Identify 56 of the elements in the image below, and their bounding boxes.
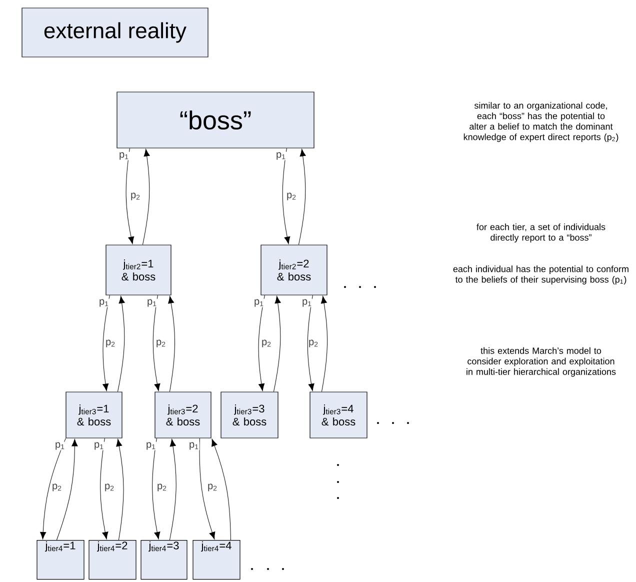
member-box: j$_{tier3}$=1 & boss (66, 392, 122, 438)
arrow (320, 296, 328, 392)
edge-label: p$_{1}$ (146, 442, 156, 450)
arrow (152, 438, 160, 540)
arrow (142, 149, 150, 245)
heading-box: external reality (22, 8, 208, 58)
edge-label: p$_{1}$ (94, 442, 104, 450)
arrow (100, 438, 108, 540)
member-box: j$_{tier4}$=2 (88, 540, 136, 580)
arrow (273, 296, 281, 392)
edge-label: p$_{1}$ (118, 152, 130, 160)
edge-label: p$_{1}$ (188, 442, 200, 450)
arrow (298, 149, 306, 245)
edge-label: p$_{2}$ (156, 339, 166, 348)
arrow (126, 148, 134, 244)
edge-label: p$_{1}$ (98, 298, 110, 308)
arrow (116, 439, 124, 540)
edge-label: p$_{1}$ (146, 298, 158, 308)
boss-box: “boss” (116, 92, 314, 148)
arrow (56, 439, 78, 540)
arrow (152, 295, 160, 391)
note-text: this extends March’s model to consider exploration and exploitation in multi-tier hierarchical organizations (466, 347, 616, 377)
arrow (258, 295, 265, 391)
edge-label: p$_{2}$ (261, 339, 272, 348)
member-box: j$_{tier4}$=1 (36, 540, 84, 580)
edge-label: p$_{2}$ (130, 192, 141, 201)
member-box: j$_{tier3}$=3 & boss (220, 392, 278, 438)
arrow (169, 439, 176, 540)
arrow (199, 438, 216, 540)
edge-label: p$_{1}$ (276, 152, 286, 160)
edge-label: p$_{1}$ (54, 442, 66, 450)
edge-label: p$_{2}$ (104, 483, 115, 492)
note-text: for each tier, a set of individuals directly report to a “boss” (476, 224, 606, 242)
note-text: similar to an organizational code, each “boss” has the potential to alter a belief to match the dominant knowledge of expert direct reports (p$_{2}$) (464, 102, 618, 142)
member-box: j$_{tier2}$=2 & boss (260, 244, 328, 296)
arrow (102, 295, 110, 391)
arrow (117, 296, 125, 392)
edge-label: p$_{1}$ (254, 298, 264, 308)
member-box: j$_{tier4}$=3 (140, 540, 188, 580)
member-box: j$_{tier4}$=4 (192, 540, 240, 580)
arrow (212, 438, 231, 540)
edge-label: p$_{2}$ (308, 339, 319, 348)
arrow (282, 148, 290, 244)
edge-label: p$_{2}$ (207, 483, 218, 492)
arrow (307, 295, 314, 391)
arrow (40, 438, 66, 540)
edge-label: p$_{2}$ (52, 483, 62, 492)
member-box: j$_{tier3}$=2 & boss (154, 392, 212, 438)
edge-label: p$_{2}$ (286, 192, 297, 201)
arrow (168, 296, 176, 392)
member-box: j$_{tier3}$=4 & boss (310, 392, 368, 438)
edge-label: p$_{2}$ (156, 483, 168, 492)
note-text: each individual has the potential to conform to the beliefs of their supervising boss (p$_{1}$) (453, 266, 628, 284)
member-box: j$_{tier2}$=1 & boss (106, 244, 172, 296)
edge-label: p$_{1}$ (302, 298, 312, 308)
edge-label: p$_{2}$ (105, 339, 116, 348)
